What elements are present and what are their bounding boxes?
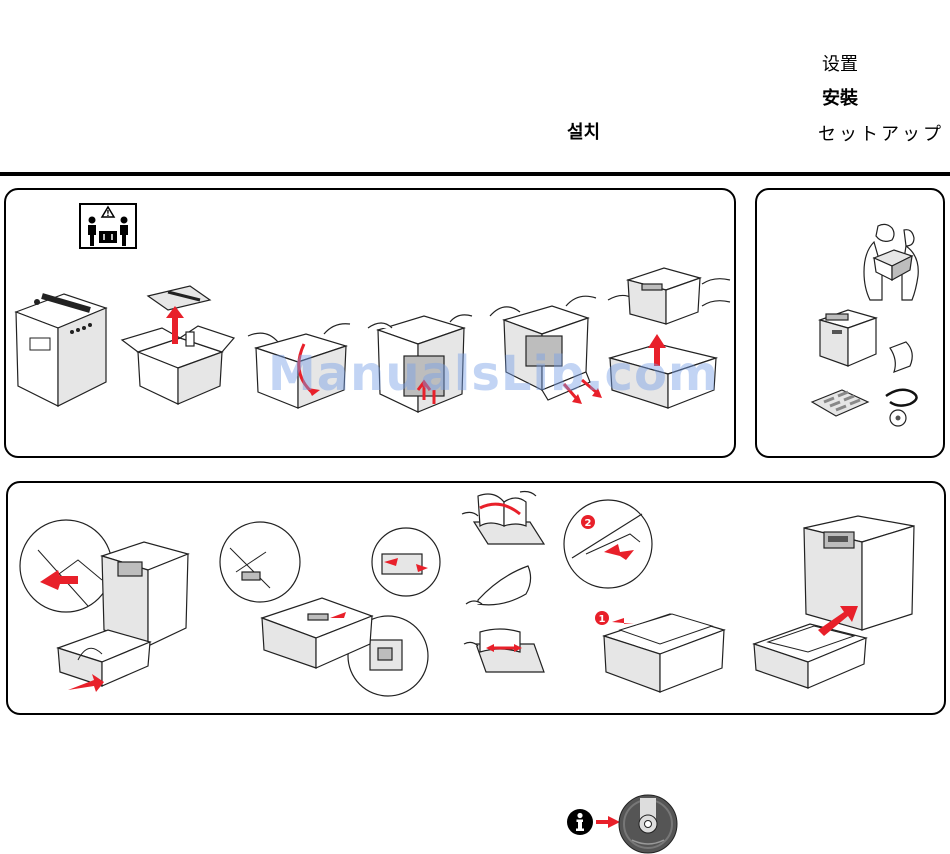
flex-paper-stack-illustration — [458, 486, 550, 696]
heading-korean: 설치 — [567, 122, 600, 144]
header-rule — [0, 172, 950, 176]
closed-shipping-box-illustration — [12, 282, 110, 408]
adjust-paper-guides-illustration — [212, 518, 442, 702]
open-box-remove-packaging-illustration — [118, 282, 236, 406]
two-person-lift-printer-illustration — [860, 222, 922, 302]
info-icon — [566, 808, 594, 836]
heading-zh-traditional: 安裝 — [822, 88, 858, 110]
heading-zh-simplified: 设置 — [822, 54, 858, 76]
arrow-right-icon — [596, 816, 620, 828]
cd-disc-icon — [618, 794, 678, 854]
heading-japanese: セットアップ — [818, 124, 944, 146]
svg-text:1: 1 — [599, 614, 606, 625]
insert-tray-into-printer-illustration — [748, 512, 938, 696]
box-contents-illustration — [806, 306, 930, 430]
pull-out-tray-illustration — [18, 510, 198, 696]
manualslib-watermark: ManualsLib.com — [268, 346, 719, 402]
svg-text:2: 2 — [585, 518, 592, 529]
svg-text:!: ! — [106, 209, 110, 218]
load-paper-tray-illustration: 2 1 — [560, 496, 742, 696]
two-person-lift-warning-icon: ! — [79, 203, 137, 249]
